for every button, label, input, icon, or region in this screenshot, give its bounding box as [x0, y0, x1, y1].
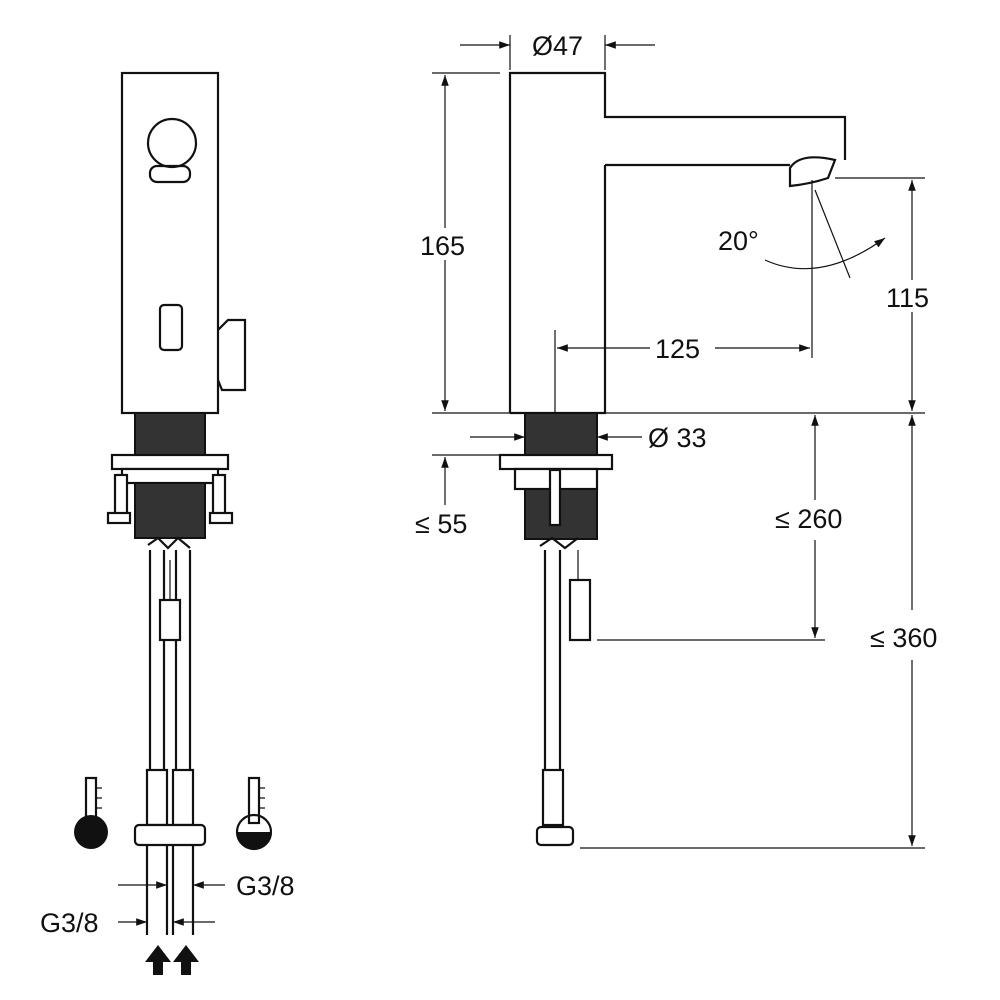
dimension-height: 165 — [420, 231, 465, 261]
side-break-line — [539, 536, 579, 550]
front-view: G3/8 G3/8 — [40, 71, 295, 975]
side-hose — [543, 550, 562, 770]
dimension-deck-thickness: ≤ 55 — [415, 509, 467, 539]
dimension-shank-diameter: Ø 33 — [648, 423, 707, 453]
bolt-foot-left — [106, 511, 132, 525]
hose-fitting-right — [171, 768, 195, 827]
hot-thermometer-icon — [74, 776, 108, 849]
sensor-window — [158, 303, 184, 352]
dimension-spout-height: 115 — [886, 283, 929, 313]
threaded-shank-top — [134, 412, 206, 456]
side-hose-nut — [535, 825, 575, 847]
supply-hoses — [148, 550, 192, 770]
dimension-spout-reach: 125 — [655, 334, 700, 364]
cold-thermometer-icon — [235, 776, 273, 851]
side-hose-fitting — [541, 768, 565, 827]
flow-arrow-right-icon — [173, 945, 199, 975]
faucet-body-front — [120, 71, 220, 415]
hose-fitting-left — [145, 768, 169, 827]
threaded-shank-bottom — [134, 482, 206, 539]
side-mounting-plate — [498, 453, 614, 471]
spout-aerator — [788, 156, 837, 188]
dimension-plug-distance: ≤ 260 — [775, 504, 842, 534]
dimension-body-diameter: Ø47 — [532, 31, 583, 61]
dimension-g38-left: G3/8 — [40, 908, 99, 938]
hose-ends — [145, 845, 195, 935]
mounting-bolt-right — [211, 473, 227, 517]
mounting-washer — [120, 467, 220, 485]
aerator — [148, 164, 192, 184]
dimension-hose-length: ≤ 360 — [870, 623, 937, 653]
bolt-foot-right — [208, 511, 234, 525]
mounting-bolt-left — [113, 473, 129, 517]
side-sensor-plug — [568, 578, 592, 642]
sensor-plug — [158, 598, 182, 642]
hose-nuts — [133, 823, 207, 847]
dimension-spout-angle: 20° — [718, 226, 759, 256]
side-bolt — [548, 468, 562, 527]
break-line — [147, 536, 191, 550]
side-lever — [216, 318, 247, 392]
spout-outlet — [146, 117, 198, 169]
side-view: Ø47 165 115 20° 125 Ø 33 ≤ 55 ≤ 260 ≤ 36… — [415, 31, 940, 849]
flow-arrow-left-icon — [145, 945, 171, 975]
body-hidden-lines — [554, 305, 606, 413]
dimension-g38-right: G3/8 — [236, 871, 295, 901]
mounting-plate — [110, 453, 230, 471]
side-shank-top — [524, 412, 598, 456]
